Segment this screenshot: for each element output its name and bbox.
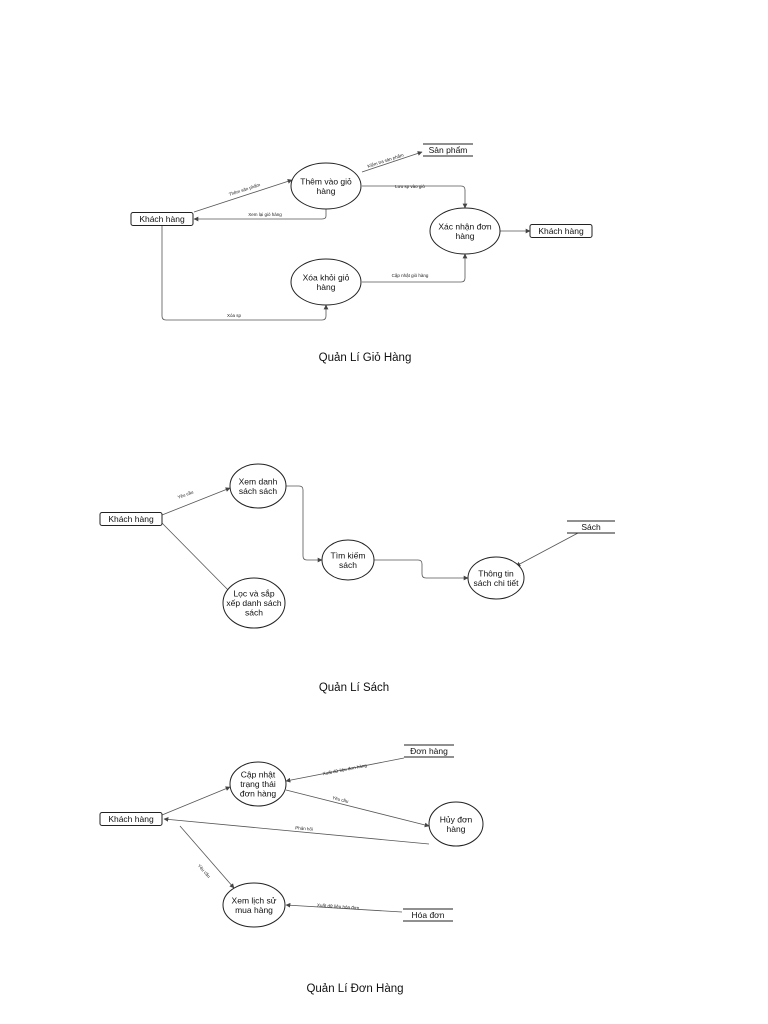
flow-arrow-e2 [161,522,235,597]
flow-label-e1: Xuất dữ liệu đơn hàng [322,763,367,777]
node-label: Hủy đơn [440,814,473,824]
flow-label-e1: Yêu cầu [177,489,195,500]
process-shape [222,882,286,928]
data-store-donhang[interactable]: Đơn hàng [404,744,454,758]
node-label: hàng [317,186,336,196]
node-label: sách sách [239,486,278,496]
node-label: Khách hàng [538,226,584,236]
node-label: Cập nhật [241,770,276,780]
diagram-caption: Quản Lí Đơn Hàng [306,983,403,995]
entity-shape [130,212,194,226]
flow-arrow-e3 [286,485,323,563]
node-label: Xem lịch sử [232,895,277,905]
diagram-caption: Quản Lí Giỏ Hàng [319,352,412,364]
node-label: Sách [581,522,601,532]
flow-label-e4: Yêu cầu [197,863,212,879]
entity-kh[interactable]: Khách hàng [99,512,163,526]
process-shape [229,761,287,807]
flow-arrow-e5 [515,532,579,567]
flow-arrow-e1 [285,757,405,783]
data-store-hoadon[interactable]: Hóa đơn [403,908,453,922]
flow-label-e5: Cập nhật giỏ hàng [392,272,429,278]
node-label: Xem danh [239,476,278,486]
flow-arrow-e6 [161,226,329,321]
node-label: hàng [317,282,336,292]
node-label: sách [339,560,357,570]
flow-label-e4: Lưu sp vào giỏ [395,183,425,189]
entity-kh2[interactable]: Khách hàng [529,224,593,238]
flow-arrow-e4 [179,825,235,889]
flow-arrow-e5 [362,253,468,283]
flow-arrow-e1 [161,487,231,516]
process-shape [429,207,501,255]
flow-label-e3: Phản hồi [295,825,313,832]
flow-label-e2: Yêu cầu [332,795,350,804]
process-shape [290,258,362,306]
node-label: sách chi tiết [474,578,520,588]
node-label: Xác nhận đơn [438,221,492,231]
flow-label-e2: Xem lại giỏ hàng [248,211,282,217]
node-label: Đơn hàng [410,746,448,756]
entity-shape [99,812,163,826]
process-shape [222,577,286,629]
node-label: mua hàng [235,905,273,915]
node-label: Thêm vào giỏ [300,176,352,186]
process-shape [428,801,484,847]
flow-arrow-e4 [374,559,469,581]
flow-arrow-e6 [161,786,231,816]
entity-shape [99,512,163,526]
node-label: Lọc và sắp [233,589,274,599]
entity-kh[interactable]: Khách hàng [99,812,163,826]
flow-arrow-e3 [163,817,430,845]
process-shape [467,556,525,600]
node-label: Xóa khỏi giỏ [303,272,350,282]
node-label: Sản phẩm [429,145,468,155]
node-label: sách [245,608,263,618]
node-label: hàng [447,824,466,834]
data-store-sanpham[interactable]: Sản phẩm [423,143,473,157]
node-label: xếp danh sách [226,598,282,608]
node-label: Khách hàng [139,214,185,224]
entity-shape [529,224,593,238]
diagram-caption: Quản Lí Sách [319,682,389,694]
flow-arrow-e5 [285,902,403,913]
flow-arrow-e4 [362,185,468,209]
flow-arrow-e2 [285,789,430,828]
node-label: hàng [456,231,475,241]
node-label: đơn hàng [240,789,277,799]
node-label: Khách hàng [108,514,154,524]
node-label: Hóa đơn [412,910,445,920]
node-label: Tìm kiếm [331,550,366,560]
data-store-sach[interactable]: Sách [567,520,615,534]
diagram-2-edges: Yêu cầu [161,485,579,597]
flow-arrow-e1 [193,179,293,213]
node-label: Khách hàng [108,814,154,824]
flow-arrow-e3 [361,151,423,173]
process-shape [229,463,287,509]
process-shape [290,162,362,210]
node-label: Thông tin [478,568,514,578]
flow-label-e1: Thêm sản phẩm [228,181,261,197]
entity-kh1[interactable]: Khách hàng [130,212,194,226]
flow-label-e6: Xóa sp [227,313,242,318]
flow-arrow-e2 [193,209,327,222]
process-shape [321,539,375,581]
flow-label-e5: Xuất dữ liệu hóa đơn [317,903,360,911]
node-label: trạng thái [240,779,276,789]
